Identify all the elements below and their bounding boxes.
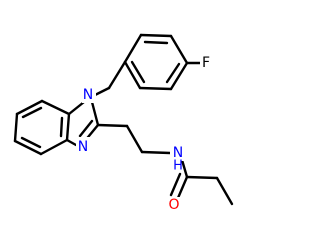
bond-ring-b-double-3 <box>59 116 64 138</box>
bond-n3-c3a <box>65 138 78 147</box>
bond-ring-b-1 <box>40 99 71 116</box>
atom-labels: F N N N H O <box>76 55 214 213</box>
bond-ch2-n1 <box>93 86 111 97</box>
atom-n3: N <box>78 139 88 155</box>
bond-c7a-c3a <box>65 112 71 142</box>
bond-carbonyl-o-double <box>169 172 182 197</box>
atom-amide-n: N <box>173 145 183 161</box>
bond-ring-a-1 <box>169 34 189 65</box>
bond-c2-n3-double <box>78 119 94 138</box>
bond-ring-b-4 <box>13 139 43 156</box>
bond-ring-b-5 <box>39 138 69 156</box>
bond-nh-carbonyl <box>180 158 189 179</box>
bond-ring-b-double-1 <box>21 106 43 119</box>
bond-c2-ch2 <box>96 123 129 128</box>
bond-ring-b-2 <box>15 99 44 116</box>
bond-ring-a-double-3 <box>165 62 181 84</box>
bond-ring-a-3 <box>123 33 143 64</box>
atom-carbonyl-oxygen: O <box>168 197 179 213</box>
bond-ring-a-4 <box>123 60 142 90</box>
bond-ring-ch2 <box>107 60 127 90</box>
bond-ring-b-3 <box>13 112 19 143</box>
atom-amide-h: H <box>173 159 183 174</box>
bond-n1-c2 <box>90 100 100 127</box>
molecule-structure: F N N N H O <box>13 33 234 213</box>
bond-carbonyl-ch2 <box>185 175 219 180</box>
bond-ring-a-5 <box>138 86 173 91</box>
bond-ch2-ch2 <box>125 124 144 154</box>
bond-carbonyl-o <box>176 175 189 200</box>
bond-ring-a-double-2 <box>130 60 146 84</box>
bond-ch2-nh <box>140 150 172 155</box>
bond-ring-a-6 <box>169 61 189 91</box>
bond-ring-a-double-1 <box>143 40 169 45</box>
atom-n1: N <box>83 87 93 103</box>
bond-ring-b-double-2 <box>20 136 42 149</box>
bond-ch2-ch3 <box>215 176 234 206</box>
bond-n1-c7a <box>67 100 86 116</box>
bonds <box>13 33 234 206</box>
bond-ring-a-2 <box>139 33 173 38</box>
atom-fluorine: F <box>202 55 210 71</box>
